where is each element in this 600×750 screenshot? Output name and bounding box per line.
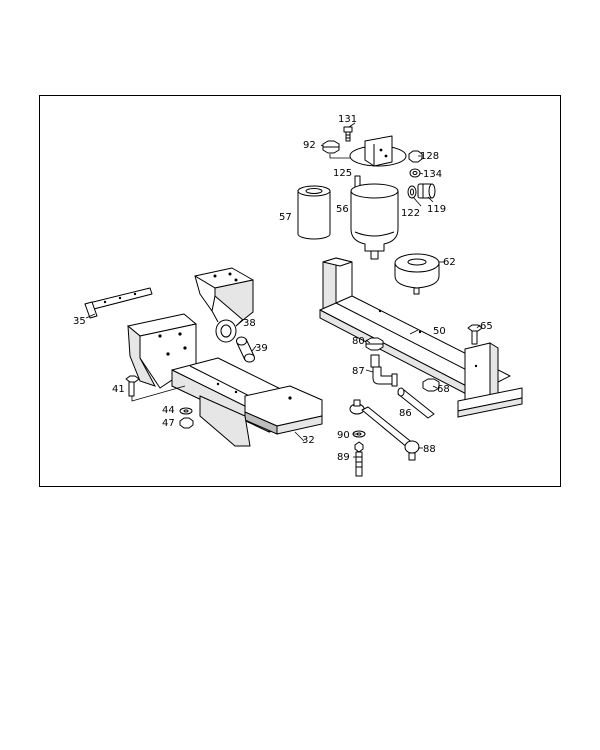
callout-50: 50 [433,326,446,337]
callout-65: 65 [480,321,493,332]
part-linkage-88[interactable] [349,399,420,461]
callout-92: 92 [303,140,316,151]
part-washer-44[interactable] [179,407,193,415]
part-crossmember-50[interactable] [319,257,523,418]
callout-131: 131 [338,114,357,125]
callout-47: 47 [162,418,175,429]
part-bracket-35[interactable] [84,287,153,319]
leader-lines [85,122,481,458]
callout-128: 128 [420,151,439,162]
part-sleeve-57[interactable] [297,185,331,240]
part-fitting-119[interactable] [417,183,436,199]
callout-35: 35 [73,316,86,327]
part-elbow-87[interactable] [370,354,398,387]
part-fitting-122[interactable] [407,185,417,199]
callout-122: 122 [401,208,420,219]
part-frame-carrier-32[interactable] [127,313,323,447]
part-hanger-38[interactable] [194,267,254,343]
part-rod-86[interactable] [397,387,435,419]
part-bolt-89[interactable] [354,441,364,477]
part-nut-68[interactable] [422,378,440,392]
callout-56: 56 [336,204,349,215]
callout-80: 80 [352,336,365,347]
diagram-frame: 131 92 128 125 134 57 56 122 119 62 35 3… [39,95,561,487]
part-washer-90[interactable] [352,430,366,438]
part-nut-128[interactable] [408,150,423,163]
callout-62: 62 [443,257,456,268]
callout-32: 32 [302,435,315,446]
callout-41: 41 [112,384,125,395]
callout-87: 87 [352,366,365,377]
callout-68: 68 [437,384,450,395]
part-air-spring-56[interactable] [350,175,399,260]
callout-labels: 131 92 128 125 134 57 56 122 119 62 35 3… [73,114,493,463]
callout-88: 88 [423,444,436,455]
callout-89: 89 [337,452,350,463]
callout-134: 134 [423,169,442,180]
callout-38: 38 [243,318,256,329]
callout-57: 57 [279,212,292,223]
part-nut-47[interactable] [179,417,194,429]
callout-44: 44 [162,405,175,416]
part-bolt-41[interactable] [125,375,140,397]
part-bracket-125[interactable] [349,135,407,167]
part-bushing-39[interactable] [236,336,255,363]
part-bolt-131[interactable] [343,126,353,142]
callout-125: 125 [333,168,352,179]
part-nut-92[interactable] [322,140,340,154]
callout-39: 39 [255,343,268,354]
part-nut-80[interactable] [365,337,384,351]
part-washer-134[interactable] [409,168,421,178]
callout-90: 90 [337,430,350,441]
callout-86: 86 [399,408,412,419]
part-buffer-62[interactable] [394,253,440,295]
exploded-parts-diagram: 131 92 128 125 134 57 56 122 119 62 35 3… [73,114,523,477]
callout-119: 119 [427,204,446,215]
